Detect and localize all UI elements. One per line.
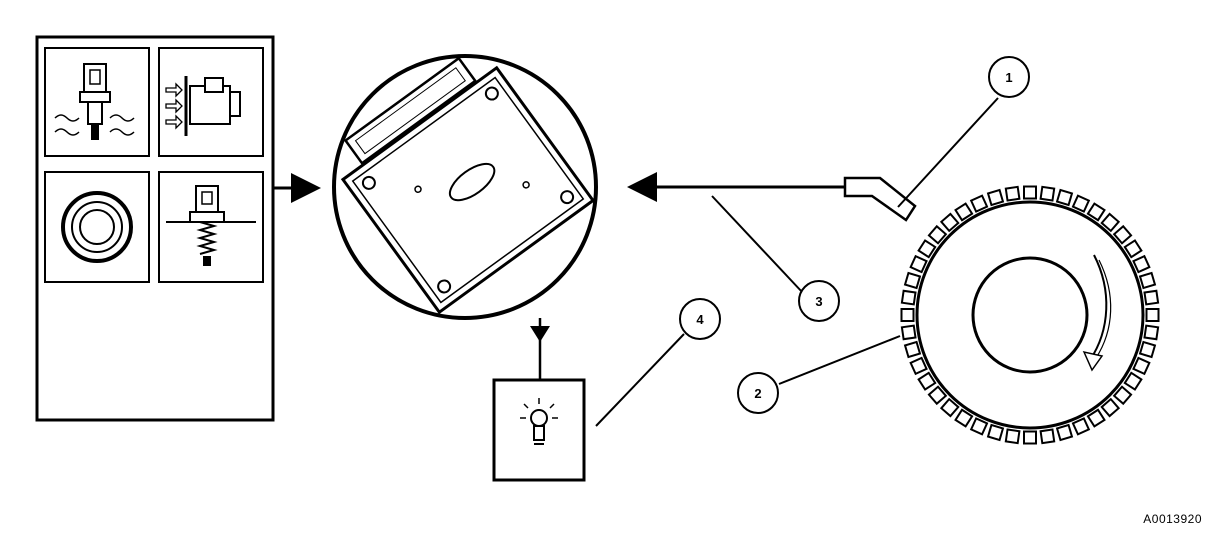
warning-lamp-icon (492, 378, 586, 482)
tone-wheel-tooth (1112, 385, 1133, 406)
tone-wheel-tooth (903, 271, 922, 290)
rear-connector-sensor-icon (158, 47, 264, 157)
spring-switch-icon (158, 171, 264, 283)
tone-wheel-tooth (1132, 254, 1151, 274)
tone-wheel-tooth (1086, 202, 1106, 222)
sensor-panel (35, 35, 275, 422)
tone-wheel-tooth (900, 324, 917, 341)
tone-wheel-tooth (1039, 185, 1056, 202)
tone-wheel-icon (900, 185, 1160, 445)
control-module-icon (332, 54, 598, 320)
ring-gauge-icon (44, 171, 150, 283)
tone-wheel-tooth (900, 289, 917, 306)
tone-wheel-tooth (900, 308, 915, 322)
tone-wheel-tooth (954, 202, 974, 222)
callout-leaders (595, 97, 999, 427)
callout-3-label: 3 (815, 294, 822, 309)
tone-wheel-tooth (1100, 212, 1121, 233)
rotation-arrow-inner (1095, 259, 1112, 359)
tone-wheel-tooth (1132, 356, 1151, 376)
rotation-arrowhead (1082, 350, 1104, 372)
tone-wheel-tooth (1023, 430, 1037, 445)
callout-2-label: 2 (754, 386, 761, 401)
callout-4-label: 4 (696, 312, 704, 327)
tone-wheel-tooth (1071, 194, 1091, 213)
tone-wheel-tooth (939, 397, 960, 418)
tone-wheel-tooth (917, 371, 937, 391)
tone-wheel-tooth (1123, 371, 1143, 391)
tone-wheel-tooth (1086, 408, 1106, 428)
tone-wheel-tooth (986, 188, 1005, 207)
callout-4: 4 (679, 298, 721, 340)
tone-wheel-tooth (909, 356, 928, 376)
tone-wheel-tooth (1100, 397, 1121, 418)
tone-wheel-hub (971, 256, 1089, 374)
tone-wheel-tooth (1138, 340, 1157, 359)
tone-wheel-tooth (1112, 224, 1133, 245)
module-to-lamp-connector (530, 318, 550, 380)
speed-sensor-pickup-icon (843, 176, 917, 222)
tone-wheel-tooth (986, 423, 1005, 442)
tone-wheel-tooth (927, 385, 948, 406)
figure-id: A0013920 (1143, 512, 1202, 526)
tone-wheel-tooth (1143, 289, 1160, 306)
tone-wheel-tooth (927, 224, 948, 245)
callout-3: 3 (798, 280, 840, 322)
tone-wheel-tooth (969, 417, 989, 436)
tone-wheel-tooth (1071, 417, 1091, 436)
tone-wheel-tooth (1055, 423, 1074, 442)
tone-wheel-tooth (1039, 428, 1056, 445)
tone-wheel-tooth (954, 408, 974, 428)
tone-wheel-tooth (917, 239, 937, 259)
tone-wheel-tooth (1143, 324, 1160, 341)
water-level-sensor-icon (44, 47, 150, 157)
tone-wheel-tooth (1145, 308, 1160, 322)
rotation-arrow (1089, 254, 1108, 361)
tone-wheel-tooth (903, 340, 922, 359)
tone-wheel-tooth (1004, 428, 1021, 445)
callout-1: 1 (988, 56, 1030, 98)
tone-wheel-tooth (1055, 188, 1074, 207)
tone-wheel-tooth (969, 194, 989, 213)
tone-wheel-tooth (1023, 185, 1037, 200)
tone-wheel-tooth (1138, 271, 1157, 290)
tone-wheel-tooth (1123, 239, 1143, 259)
callout-1-label: 1 (1005, 70, 1012, 85)
tone-wheel-tooth (939, 212, 960, 233)
tone-wheel-tooth (1004, 185, 1021, 202)
tone-wheel-tooth (909, 254, 928, 274)
callout-2: 2 (737, 372, 779, 414)
